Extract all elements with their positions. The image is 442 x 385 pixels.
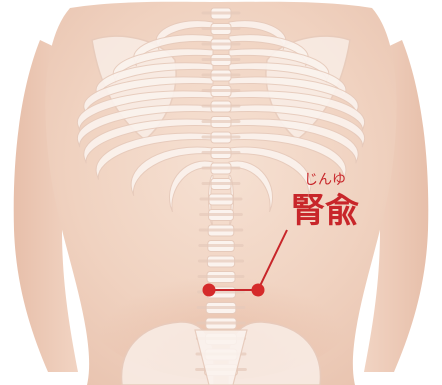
acupoint-name: 腎兪 <box>291 191 359 231</box>
acupoint-furigana: じんゆ <box>304 172 346 188</box>
acupoint-right <box>252 284 265 297</box>
acupoint-left <box>203 284 216 297</box>
